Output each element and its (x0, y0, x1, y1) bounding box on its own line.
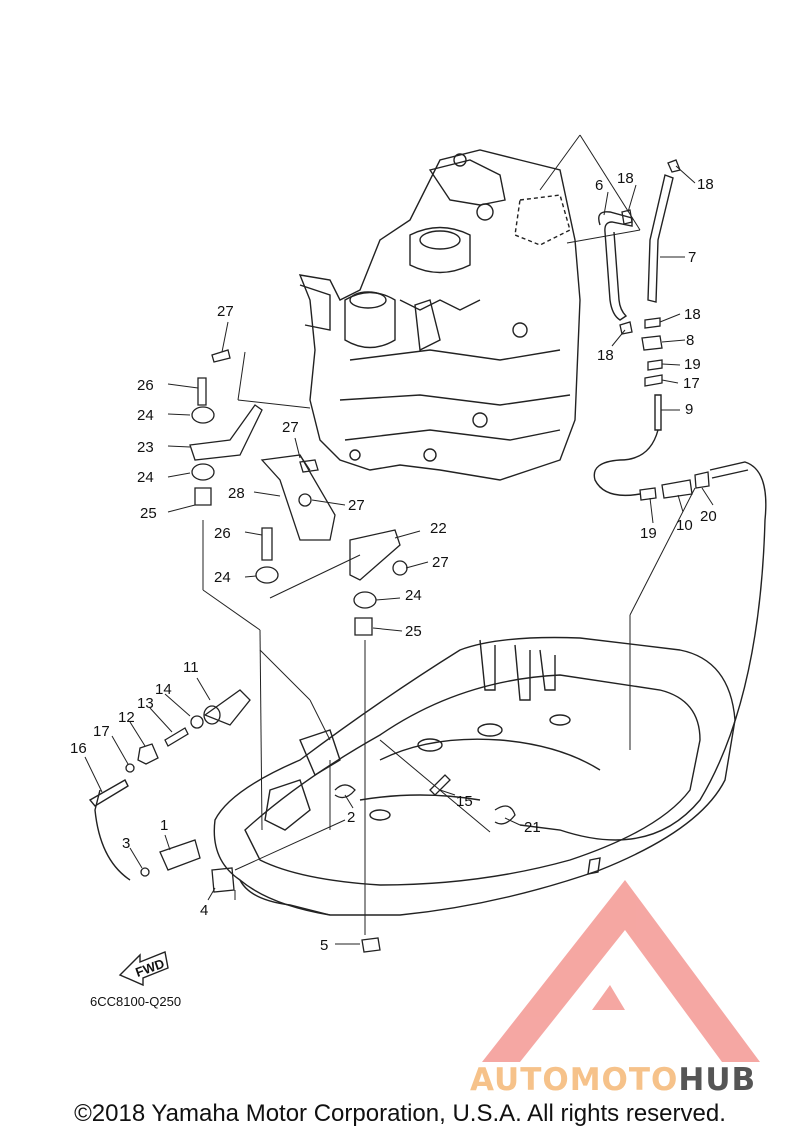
callout-label: 13 (137, 695, 154, 712)
watermark-brand-right: HUB (678, 1062, 756, 1098)
callout-label: 26 (214, 525, 231, 542)
callout-label: 12 (118, 709, 135, 726)
callout-label: 27 (282, 419, 299, 436)
callout-label: 11 (183, 659, 199, 676)
watermark-brand: AUTOMOTOHUB (470, 1062, 756, 1098)
callout-label: 19 (684, 356, 701, 373)
callout-label: 2 (347, 809, 355, 826)
callout-label: 18 (597, 347, 614, 364)
bottom-cowling (213, 636, 736, 916)
watermark-logo (482, 880, 760, 1062)
callout-label: 28 (228, 485, 245, 502)
callout-label: 25 (140, 505, 157, 522)
watermark-brand-left: AUTOMOTO (470, 1062, 678, 1098)
callout-label: 24 (214, 569, 231, 586)
callout-label: 20 (700, 508, 717, 525)
callout-label: 18 (684, 306, 701, 323)
callout-label: 27 (432, 554, 449, 571)
callout-label: 8 (686, 332, 694, 349)
callout-label: 6 (595, 177, 603, 194)
engine-block (298, 149, 581, 481)
callout-label: 9 (685, 401, 693, 418)
callout-label: 5 (320, 937, 328, 954)
callout-label: 21 (524, 819, 541, 836)
callout-label: 27 (217, 303, 234, 320)
callout-label: 24 (137, 469, 154, 486)
copyright-notice: ©2018 Yamaha Motor Corporation, U.S.A. A… (74, 1100, 726, 1127)
callout-numbers: 1 2 3 4 5 6 7 8 9 10 11 12 13 14 15 16 1… (70, 170, 717, 954)
callout-label: 1 (160, 817, 168, 834)
leader-lines (84, 134, 714, 945)
callout-label: 18 (697, 176, 714, 193)
callout-label: 14 (155, 681, 172, 698)
callout-label: 17 (93, 723, 110, 740)
callout-label: 24 (405, 587, 422, 604)
callout-label: 16 (70, 740, 87, 757)
callout-label: 19 (640, 525, 657, 542)
callout-label: 3 (122, 835, 130, 852)
callout-label: 17 (683, 375, 700, 392)
small-parts (125, 159, 710, 953)
callout-label: 15 (456, 793, 473, 810)
callout-label: 27 (348, 497, 365, 514)
part-code: 6CC8100-Q250 (90, 994, 181, 1009)
callout-label: 4 (200, 902, 208, 919)
callout-label: 25 (405, 623, 422, 640)
callout-label: 7 (688, 249, 696, 266)
fwd-arrow-icon: FWD (118, 951, 169, 987)
callout-label: 26 (137, 377, 154, 394)
callout-label: 24 (137, 407, 154, 424)
callout-label: 23 (137, 439, 154, 456)
callout-label: 10 (676, 517, 693, 534)
hose-assembly (88, 174, 767, 881)
callout-label: 22 (430, 520, 447, 537)
callout-label: 18 (617, 170, 634, 187)
